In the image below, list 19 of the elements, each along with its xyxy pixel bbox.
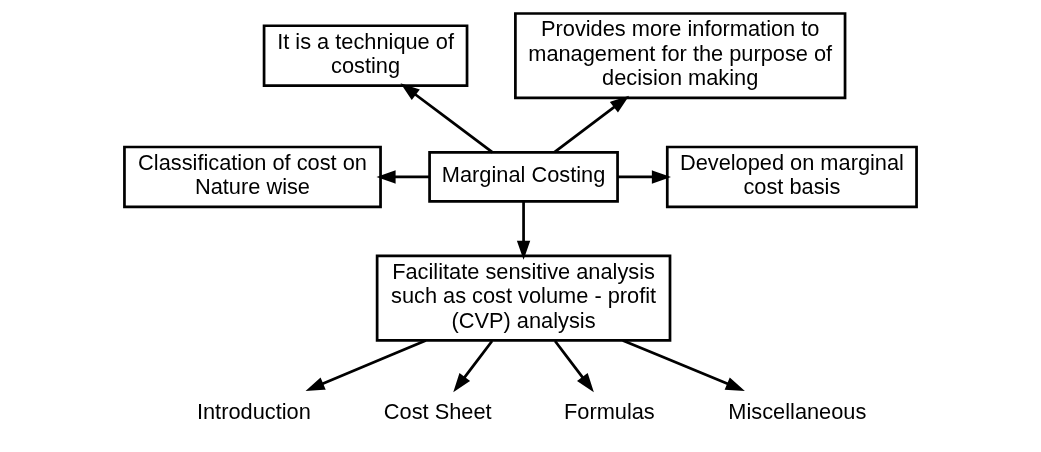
node-text: Introduction <box>196 399 311 425</box>
arrow <box>553 340 594 393</box>
node-box: Facilitate sensitive analysis such as cost volume - profit (CVP) analysis <box>375 254 672 342</box>
arrow <box>400 83 494 154</box>
node-text: Miscellaneous <box>728 399 867 425</box>
arrow <box>617 170 671 184</box>
arrow <box>453 340 494 393</box>
arrow <box>516 201 531 260</box>
node-box: Provides more information to management for the purpose of decision making <box>514 12 847 100</box>
node-box: Classification of cost on Nature wise <box>123 145 382 209</box>
arrow <box>305 339 427 391</box>
node-box: Marginal Costing <box>428 151 619 203</box>
node-text: Formulas <box>563 399 655 425</box>
node-text: Cost Sheet <box>383 399 492 425</box>
node-box: It is a technique of costing <box>262 24 469 88</box>
arrow <box>622 339 745 391</box>
arrow <box>553 95 630 154</box>
arrow <box>376 170 430 184</box>
node-box: Developed on marginal cost basis <box>665 145 918 209</box>
